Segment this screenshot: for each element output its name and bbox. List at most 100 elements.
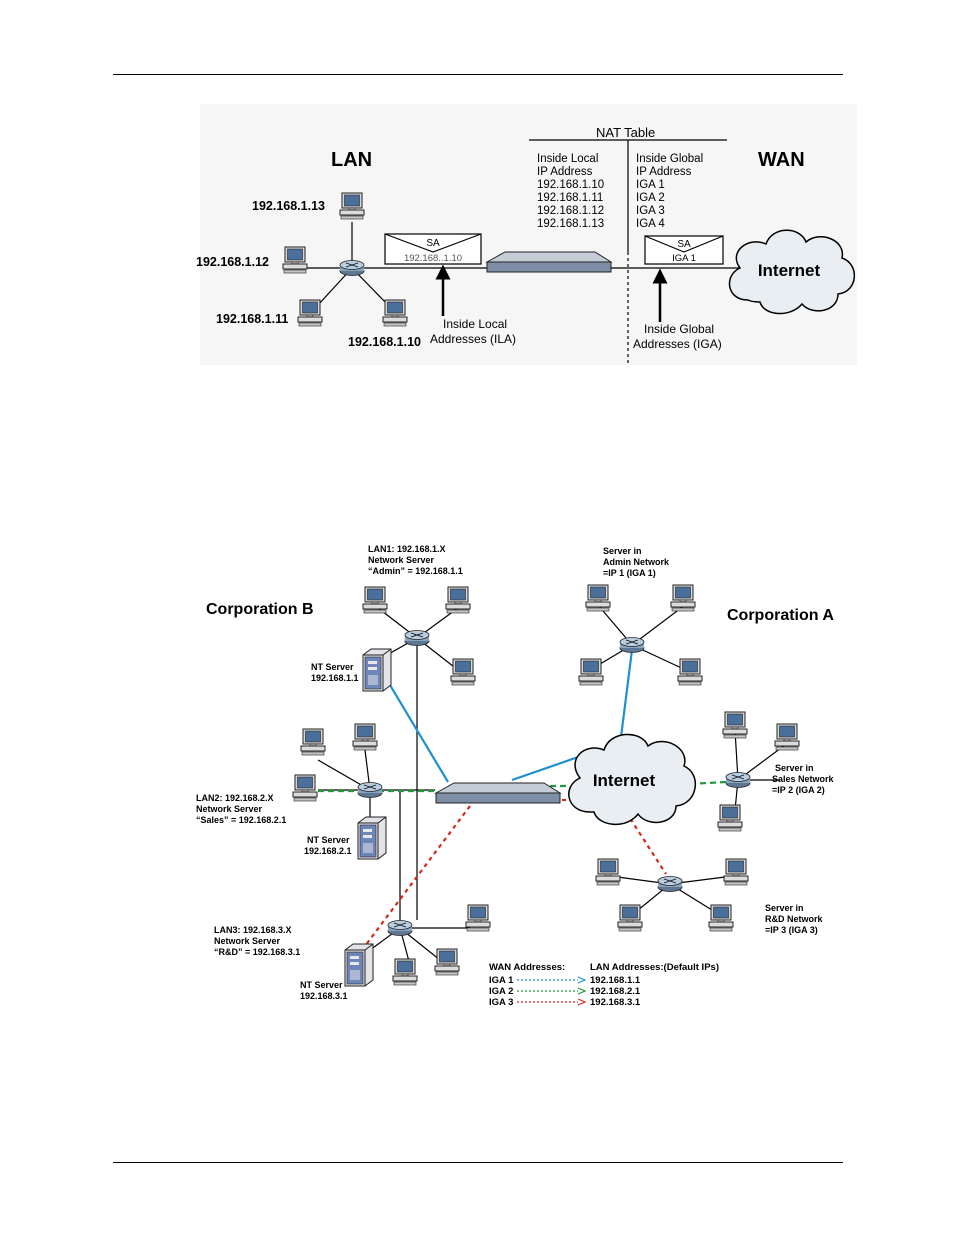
lan1-router-icon [404, 630, 430, 646]
packet-global-label: SA [677, 239, 691, 250]
computer-icon [723, 858, 749, 886]
internet-cloud-icon: Internet [568, 733, 697, 825]
ila-caption-line2: Addresses (ILA) [430, 332, 516, 346]
computer-icon [392, 958, 418, 986]
packet-global: SA IGA 1 [644, 235, 724, 265]
packet-local: SA 192.168..1.10 [384, 233, 482, 265]
iga-caption-line2: Addresses (IGA) [633, 337, 722, 351]
packet-global-address: IGA 1 [672, 253, 696, 264]
sales-caption-line1: Server in [775, 763, 814, 773]
nt-server-icon [344, 943, 374, 987]
computer-icon [465, 904, 491, 932]
nat-row-local: 192.168.1.10 [537, 179, 604, 191]
rd-caption-line3: =IP 3 (IGA 3) [765, 925, 818, 935]
nt-server1-line2: 192.168.1.1 [311, 673, 359, 683]
footer-rule [113, 1162, 843, 1163]
global-header-line1: Inside Global [636, 153, 703, 165]
local-header-line2: IP Address [537, 166, 593, 178]
address-legend: WAN Addresses: LAN Addresses:(Default IP… [489, 962, 719, 1008]
nat-row-local: 192.168.1.13 [537, 218, 604, 230]
legend-wan-value: IGA 2 [489, 986, 513, 997]
packet-local-address: 192.168..1.10 [404, 253, 462, 264]
computer-icon [352, 723, 378, 751]
rd-router-icon [657, 876, 683, 892]
computer-icon [722, 711, 748, 739]
host-label: 192.168.1.11 [216, 312, 288, 326]
admin-caption-line3: =IP 1 (IGA 1) [603, 568, 656, 578]
nat-row-local: 192.168.1.12 [537, 205, 604, 217]
nat-row-global: IGA 4 [636, 218, 665, 230]
legend-wan-value: IGA 3 [489, 997, 513, 1008]
nt-server-icon [362, 648, 392, 692]
red-link [361, 805, 471, 951]
lan2-router-icon [357, 782, 383, 798]
ila-caption-line1: Inside Local [443, 317, 507, 331]
lan-heading: LAN [331, 149, 372, 171]
computer-icon [300, 728, 326, 756]
computer-icon [382, 299, 408, 327]
computer-icon [708, 904, 734, 932]
blue-link [511, 753, 585, 782]
computer-icon [434, 948, 460, 976]
computer-icon [292, 774, 318, 802]
lan2-caption-line3: “Sales” = 192.168.2.1 [196, 815, 286, 825]
nat-row-global: IGA 1 [636, 179, 665, 191]
lan1-caption-line1: LAN1: 192.168.1.X [368, 544, 446, 554]
host-label: 192.168.1.12 [196, 255, 269, 269]
internet-cloud-icon: Internet [728, 229, 856, 315]
legend-lan-value: 192.168.1.1 [590, 975, 641, 986]
nt-server1-line1: NT Server [311, 662, 354, 672]
lan2-caption-line2: Network Server [196, 804, 263, 814]
nat-figure: LAN WAN NAT Table Inside Local IP Addres… [196, 104, 857, 365]
legend-lan-header: LAN Addresses:(Default IPs) [590, 962, 719, 973]
computer-icon [339, 192, 365, 220]
rd-caption-line2: R&D Network [765, 914, 824, 924]
computer-icon [445, 586, 471, 614]
internet-label: Internet [758, 261, 821, 280]
lan1-caption-line2: Network Server [368, 555, 435, 565]
lan3-router-icon [387, 920, 413, 936]
computer-icon [297, 299, 323, 327]
nat-table: NAT Table Inside Local IP Address Inside… [529, 125, 727, 365]
packet-local-label: SA [426, 238, 440, 249]
nt-server-icon [357, 816, 387, 860]
global-header-line2: IP Address [636, 166, 692, 178]
computer-icon [282, 246, 308, 274]
host-label: 192.168.1.13 [252, 199, 325, 213]
blue-link [618, 649, 634, 746]
local-header-line1: Inside Local [537, 153, 598, 165]
corporation-b-heading: Corporation B [206, 601, 314, 618]
internet-label: Internet [593, 771, 656, 790]
lan3-caption-line1: LAN3: 192.168.3.X [214, 925, 292, 935]
sales-router-icon [725, 772, 751, 788]
computer-icon [362, 586, 388, 614]
legend-wan-value: IGA 1 [489, 975, 514, 986]
lan1-caption-line3: “Admin” = 192.168.1.1 [368, 566, 463, 576]
computer-icon [617, 904, 643, 932]
lan2-caption-line1: LAN2: 192.168.2.X [196, 793, 274, 803]
computer-icon [578, 658, 604, 686]
lan3-caption-line3: “R&D” = 192.168.3.1 [214, 947, 300, 957]
legend-lan-value: 192.168.2.1 [590, 986, 641, 997]
router-device-icon [435, 782, 561, 804]
iga-caption-line1: Inside Global [644, 322, 714, 336]
computer-icon [595, 858, 621, 886]
legend-lan-value: 192.168.3.1 [590, 997, 641, 1008]
host-label: 192.168.1.10 [348, 335, 421, 349]
nt-server3-line1: NT Server [300, 980, 343, 990]
corporation-a-heading: Corporation A [727, 607, 834, 624]
legend-arrowhead [577, 987, 587, 995]
sales-caption-line3: =IP 2 (IGA 2) [772, 785, 825, 795]
nat-row-global: IGA 3 [636, 205, 665, 217]
computer-icon [450, 658, 476, 686]
legend-arrowhead [577, 998, 587, 1006]
admin-caption-line2: Admin Network [603, 557, 670, 567]
nat-row-global: IGA 2 [636, 192, 665, 204]
sales-caption-line2: Sales Network [772, 774, 835, 784]
computer-icon [670, 584, 696, 612]
figure1-background [200, 104, 857, 365]
legend-arrowhead [577, 976, 587, 984]
rd-caption-line1: Server in [765, 903, 804, 913]
router-device-icon [486, 251, 612, 273]
nat-row-local: 192.168.1.11 [537, 192, 603, 204]
